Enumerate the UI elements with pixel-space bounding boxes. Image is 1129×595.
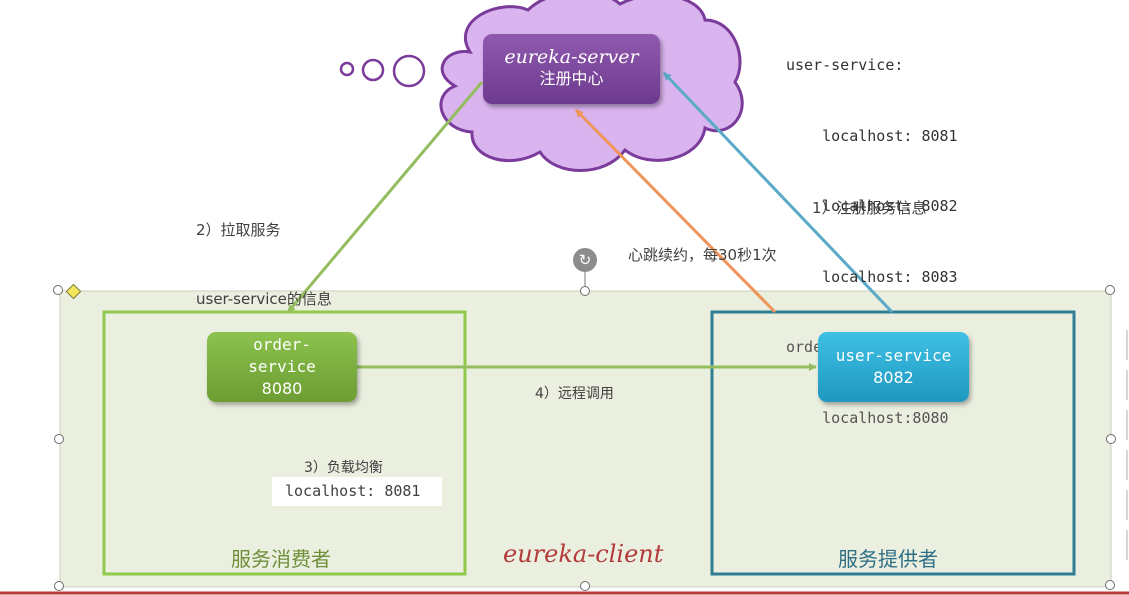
resize-handle-bottom-middle[interactable] bbox=[580, 581, 590, 591]
provider-frame bbox=[710, 310, 1076, 576]
registry-line: localhost: 8081 bbox=[786, 126, 958, 145]
provider-caption: 服务提供者 bbox=[838, 547, 938, 571]
chosen-instance-box: localhost: 8081 bbox=[272, 477, 442, 506]
order-service-name-line1: order- bbox=[253, 335, 311, 354]
user-service-node[interactable]: user-service 8082 bbox=[818, 332, 969, 402]
order-service-name-line2: service bbox=[248, 357, 316, 376]
resize-handle-top-left[interactable] bbox=[53, 285, 63, 295]
pull-arrow bbox=[286, 81, 484, 313]
eureka-server-node[interactable]: eureka-server 注册中心 bbox=[483, 34, 660, 104]
pull-step-line2: user-service的信息 bbox=[196, 290, 332, 308]
rotate-handle-icon[interactable]: ↻ bbox=[573, 248, 597, 272]
resize-handle-top-right[interactable] bbox=[1105, 285, 1115, 295]
order-service-node[interactable]: order- service 8080 bbox=[207, 332, 357, 402]
registry-line: localhost:8080 bbox=[786, 408, 949, 427]
load-balance-label: 3）负载均衡 bbox=[304, 460, 383, 476]
consumer-frame bbox=[102, 310, 467, 576]
pull-step-line1: 2）拉取服务 bbox=[196, 221, 281, 239]
eureka-server-name: eureka-server bbox=[504, 46, 639, 68]
registry-list: user-service: localhost: 8081 localhost:… bbox=[786, 7, 958, 454]
registry-line: localhost: 8083 bbox=[786, 267, 958, 286]
resize-handle-middle-left[interactable] bbox=[54, 434, 64, 444]
resize-handle-top-middle[interactable] bbox=[580, 286, 590, 296]
heartbeat-arrow bbox=[574, 108, 777, 314]
thought-bubble-medium bbox=[361, 58, 385, 82]
resize-handle-bottom-left[interactable] bbox=[54, 581, 64, 591]
remote-call-label: 4）远程调用 bbox=[535, 386, 614, 402]
pull-step-label: 2）拉取服务 user-service的信息 bbox=[196, 173, 332, 334]
thought-bubble-small bbox=[339, 61, 355, 77]
eureka-client-label: eureka-client bbox=[503, 540, 664, 568]
register-arrow bbox=[662, 71, 894, 314]
consumer-caption: 服务消费者 bbox=[231, 547, 331, 571]
order-service-port: 8080 bbox=[261, 379, 303, 398]
heartbeat-label: 心跳续约，每30秒1次 bbox=[628, 246, 777, 264]
registry-line: localhost: 8082 bbox=[786, 197, 958, 215]
resize-handle-middle-right[interactable] bbox=[1106, 434, 1116, 444]
registry-line: user-service: bbox=[786, 56, 904, 74]
user-service-name: user-service bbox=[835, 346, 952, 365]
resize-handle-bottom-right[interactable] bbox=[1105, 580, 1115, 590]
chosen-instance-text: localhost: 8081 bbox=[285, 482, 421, 500]
user-service-port: 8082 bbox=[873, 368, 914, 387]
eureka-server-subtitle: 注册中心 bbox=[539, 69, 604, 88]
thought-bubble-large bbox=[392, 54, 426, 88]
register-step-label: 1）注册服务信息 bbox=[812, 199, 927, 217]
